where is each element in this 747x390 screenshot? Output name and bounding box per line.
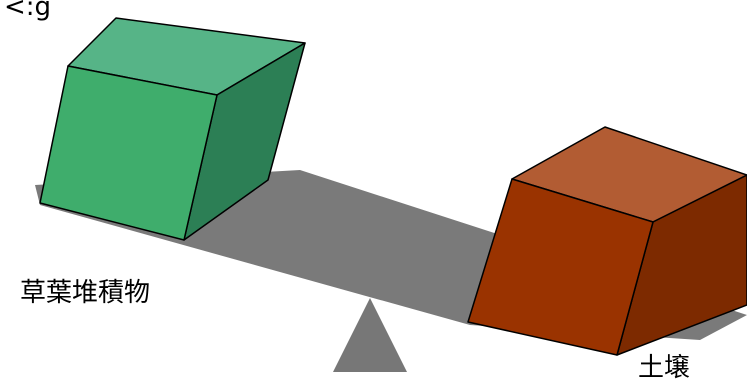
left-block-front-face — [39, 65, 218, 241]
seesaw-fulcrum — [333, 298, 407, 372]
top-partial-text: <:g — [4, 0, 52, 22]
right-block-front-face — [467, 178, 654, 356]
right-block — [467, 126, 747, 356]
right-block-label: 土壌 — [638, 353, 691, 383]
left-block-label: 草葉堆積物 — [20, 278, 151, 308]
left-block — [39, 17, 306, 241]
